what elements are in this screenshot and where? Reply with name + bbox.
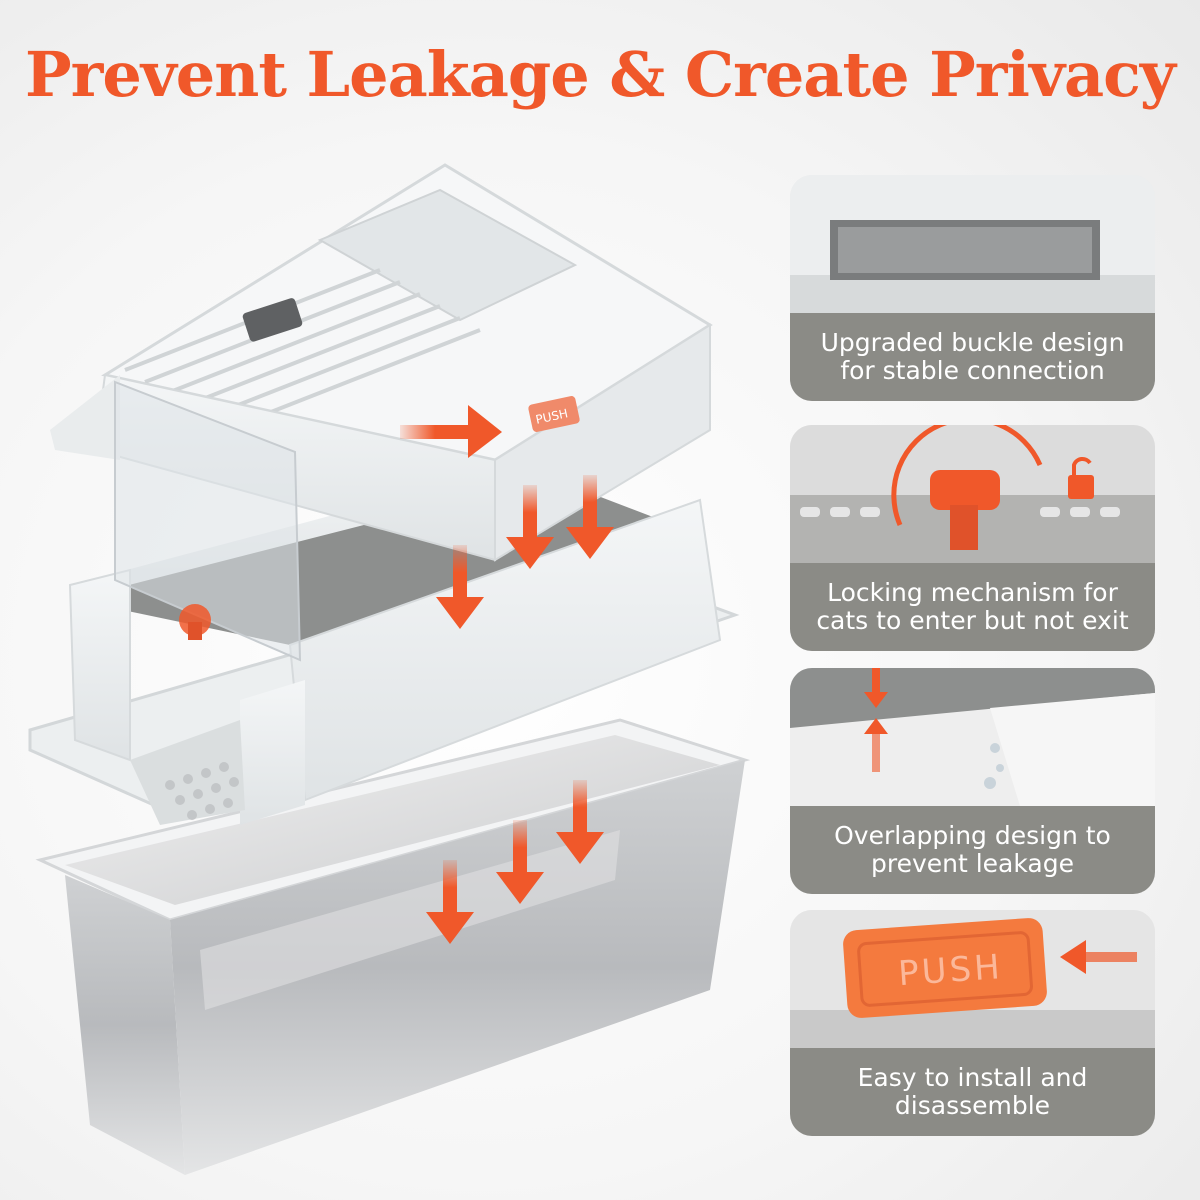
locking-mechanism-photo xyxy=(790,425,1155,563)
headline: Prevent Leakage & Create Privacy xyxy=(25,38,1176,111)
feature-caption: Overlapping design to prevent leakage xyxy=(834,821,1111,878)
assembly-arrows xyxy=(400,405,614,944)
feature-card-buckle: Upgraded buckle design for stable connec… xyxy=(790,175,1155,401)
door-flap xyxy=(114,380,302,662)
overlap-arrows-icon xyxy=(864,668,888,772)
buckle-slot-photo xyxy=(790,175,1155,313)
arrow-left-icon xyxy=(1060,940,1137,974)
push-label: PUSH xyxy=(897,947,1004,994)
feature-card-overlap: Overlapping design to prevent leakage xyxy=(790,668,1155,894)
push-button-label: PUSH xyxy=(534,406,569,426)
push-button-photo: PUSH xyxy=(790,910,1155,1048)
feature-card-lock: Locking mechanism for cats to enter but … xyxy=(790,425,1155,651)
arrow-right-lid xyxy=(400,405,502,458)
feature-caption: Locking mechanism for cats to enter but … xyxy=(816,578,1129,635)
litter-box-illustration: PUSH xyxy=(28,163,751,1175)
feature-caption: Upgraded buckle design for stable connec… xyxy=(820,328,1125,385)
unlock-icon xyxy=(1068,475,1094,499)
overlap-design-photo xyxy=(790,668,1155,806)
feature-caption: Easy to install and disassemble xyxy=(857,1063,1088,1120)
feature-card-push: PUSH Easy to install and disassemble xyxy=(790,910,1155,1136)
